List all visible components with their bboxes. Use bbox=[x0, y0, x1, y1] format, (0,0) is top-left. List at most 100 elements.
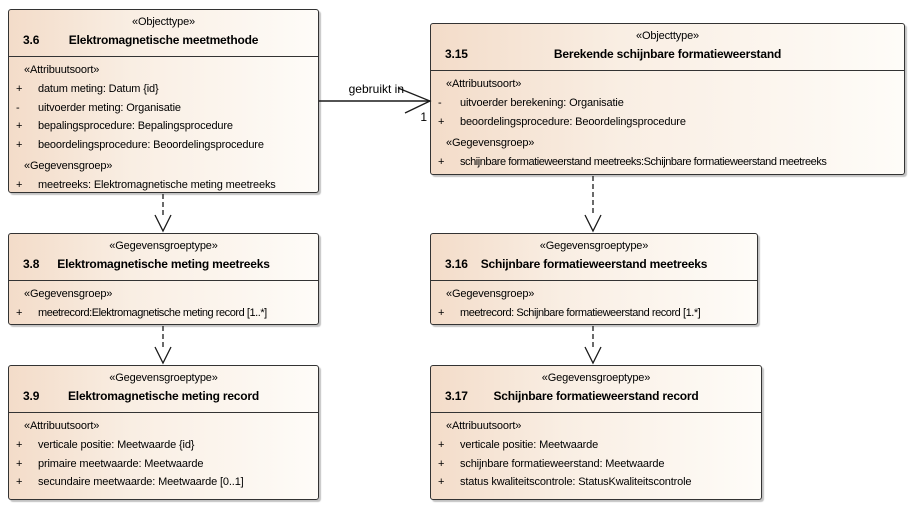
visibility-marker: + bbox=[16, 120, 23, 132]
class-box-elektromagnetische-meetmethode[interactable]: «Objecttype» 3.6 Elektromagnetische meet… bbox=[8, 9, 319, 193]
dependency-arrow-meetmethode-to-meetreeks[interactable] bbox=[154, 194, 172, 233]
visibility-marker: - bbox=[16, 101, 20, 114]
box-title: Elektromagnetische meetmethode bbox=[68, 33, 259, 47]
attribute-text: verticale positie: Meetwaarde bbox=[460, 439, 599, 451]
group-heading: «Attribuutsoort» bbox=[24, 64, 100, 76]
visibility-marker: + bbox=[16, 457, 23, 470]
box-number: 3.6 bbox=[23, 33, 40, 47]
attribute-text: beoordelingsprocedure: Beoordelingsproce… bbox=[460, 115, 686, 128]
title-row: 3.17 Schijnbare formatieweerstand record bbox=[431, 386, 761, 408]
visibility-marker: + bbox=[438, 457, 445, 470]
class-box-elektromagnetische-meting-meetreeks[interactable]: «Gegevensgroeptype» 3.8 Elektromagnetisc… bbox=[8, 233, 319, 325]
visibility-marker: + bbox=[16, 83, 23, 95]
attribute-row: + verticale positie: Meetwaarde bbox=[431, 436, 761, 455]
box-body: «Attribuutsoort» + datum meting: Datum {… bbox=[9, 57, 318, 192]
attribute-text: bepalingsprocedure: Bepalingsprocedure bbox=[38, 120, 233, 132]
box-body: «Gegevensgroep» + meetrecord:Elektromagn… bbox=[9, 281, 318, 323]
visibility-marker: + bbox=[16, 179, 23, 191]
stereotype-label: «Objecttype» bbox=[131, 16, 196, 28]
stereotype-label: «Gegevensgroeptype» bbox=[539, 240, 649, 252]
visibility-marker: + bbox=[438, 439, 445, 451]
box-body: «Gegevensgroep» + meetrecord: Schijnbare… bbox=[431, 281, 757, 323]
attribute-row: + primaire meetwaarde: Meetwaarde bbox=[9, 455, 318, 474]
open-arrowhead-icon bbox=[397, 87, 432, 114]
stereotype-label: «Gegevensgroeptype» bbox=[109, 240, 218, 252]
class-box-berekende-schijnbare-formatieweerstand[interactable]: «Objecttype» 3.15 Berekende schijnbare f… bbox=[430, 23, 905, 175]
box-number: 3.16 bbox=[445, 257, 468, 271]
box-number: 3.9 bbox=[23, 389, 40, 403]
title-row: 3.8 Elektromagnetische meting meetreeks bbox=[9, 254, 318, 276]
open-arrowhead-icon bbox=[584, 346, 602, 365]
class-box-schijnbare-formatieweerstand-record[interactable]: «Gegevensgroeptype» 3.17 Schijnbare form… bbox=[430, 365, 762, 500]
attribute-text: uitvoerder meting: Organisatie bbox=[38, 101, 181, 114]
open-arrowhead-icon bbox=[584, 214, 602, 233]
attribute-row: - uitvoerder berekening: Organisatie bbox=[431, 94, 904, 113]
box-number: 3.17 bbox=[445, 389, 468, 403]
box-title: Schijnbare formatieweerstand meetreeks bbox=[480, 257, 708, 271]
stereotype-label: «Objecttype» bbox=[635, 30, 700, 42]
attribute-text: schijnbare formatieweerstand meetreeks:S… bbox=[460, 156, 827, 168]
visibility-marker: + bbox=[438, 156, 444, 168]
box-number: 3.8 bbox=[23, 257, 40, 271]
attribute-row: - uitvoerder meting: Organisatie bbox=[9, 99, 318, 118]
box-body: «Attribuutsoort» - uitvoerder berekening… bbox=[431, 71, 904, 172]
group-heading: «Attribuutsoort» bbox=[446, 420, 522, 432]
attribute-text: meetrecord: Schijnbare formatieweerstand… bbox=[460, 307, 701, 319]
association-gebruikt-in[interactable]: gebruikt in 1 bbox=[319, 82, 432, 124]
box-header: «Gegevensgroeptype» 3.8 Elektromagnetisc… bbox=[9, 234, 318, 281]
attribute-text: status kwaliteitscontrole: StatusKwalite… bbox=[460, 476, 692, 488]
attribute-text: verticale positie: Meetwaarde {id} bbox=[38, 439, 195, 451]
attribute-row: + meetrecord: Schijnbare formatieweersta… bbox=[431, 304, 757, 323]
box-title: Berekende schijnbare formatieweerstand bbox=[553, 47, 782, 61]
attribute-row: + meetreeks: Elektromagnetische meting m… bbox=[9, 176, 318, 192]
dependency-arrow-meetreeks-to-record-right[interactable] bbox=[584, 326, 602, 365]
open-arrowhead-icon bbox=[154, 346, 172, 365]
attribute-text: meetreeks: Elektromagnetische meting mee… bbox=[38, 179, 276, 191]
group-heading: «Gegevensgroep» bbox=[24, 288, 113, 300]
attribute-text: meetrecord:Elektromagnetische meting rec… bbox=[38, 307, 267, 319]
title-row: 3.9 Elektromagnetische meting record bbox=[9, 386, 318, 408]
visibility-marker: + bbox=[16, 439, 23, 451]
box-header: «Gegevensgroeptype» 3.16 Schijnbare form… bbox=[431, 234, 757, 281]
attribute-row: + meetrecord:Elektromagnetische meting r… bbox=[9, 304, 318, 323]
open-arrowhead-icon bbox=[154, 214, 172, 233]
attribute-row: + secundaire meetwaarde: Meetwaarde [0..… bbox=[9, 473, 318, 492]
dependency-arrow-formatieweerstand-to-meetreeks[interactable] bbox=[584, 176, 602, 233]
box-header: «Gegevensgroeptype» 3.9 Elektromagnetisc… bbox=[9, 366, 318, 413]
box-header: «Objecttype» 3.15 Berekende schijnbare f… bbox=[431, 24, 904, 71]
attribute-row: + schijnbare formatieweerstand: Meetwaar… bbox=[431, 455, 761, 474]
attribute-row: + verticale positie: Meetwaarde {id} bbox=[9, 436, 318, 455]
attribute-row: + beoordelingsprocedure: Beoordelingspro… bbox=[9, 136, 318, 155]
visibility-marker: + bbox=[16, 476, 23, 488]
stereotype-label: «Gegevensgroeptype» bbox=[541, 372, 651, 384]
group-heading: «Gegevensgroep» bbox=[24, 160, 113, 172]
class-box-schijnbare-formatieweerstand-meetreeks[interactable]: «Gegevensgroeptype» 3.16 Schijnbare form… bbox=[430, 233, 758, 325]
group-heading: «Gegevensgroep» bbox=[446, 288, 535, 300]
attribute-row: + schijnbare formatieweerstand meetreeks… bbox=[431, 153, 904, 172]
attribute-row: + beoordelingsprocedure: Beoordelingspro… bbox=[431, 113, 904, 132]
box-body: «Attribuutsoort» + verticale positie: Me… bbox=[431, 413, 761, 492]
title-row: 3.16 Schijnbare formatieweerstand meetre… bbox=[431, 254, 757, 276]
group-heading: «Attribuutsoort» bbox=[24, 420, 100, 432]
box-title: Schijnbare formatieweerstand record bbox=[493, 389, 699, 403]
box-body: «Attribuutsoort» + verticale positie: Me… bbox=[9, 413, 318, 492]
visibility-marker: + bbox=[16, 138, 23, 151]
group-heading: «Attribuutsoort» bbox=[446, 78, 522, 90]
class-box-elektromagnetische-meting-record[interactable]: «Gegevensgroeptype» 3.9 Elektromagnetisc… bbox=[8, 365, 319, 500]
title-row: 3.6 Elektromagnetische meetmethode bbox=[9, 30, 318, 52]
box-title: Elektromagnetische meting meetreeks bbox=[57, 257, 270, 271]
attribute-text: schijnbare formatieweerstand: Meetwaarde bbox=[460, 457, 665, 470]
attribute-text: beoordelingsprocedure: Beoordelingsproce… bbox=[38, 138, 264, 151]
dependency-arrow-meetreeks-to-record-left[interactable] bbox=[154, 326, 172, 365]
attribute-text: primaire meetwaarde: Meetwaarde bbox=[38, 457, 204, 470]
box-number: 3.15 bbox=[445, 47, 468, 61]
attribute-row: + bepalingsprocedure: Bepalingsprocedure bbox=[9, 117, 318, 136]
attribute-text: secundaire meetwaarde: Meetwaarde [0..1] bbox=[38, 476, 244, 488]
stereotype-label: «Gegevensgroeptype» bbox=[109, 372, 218, 384]
title-row: 3.15 Berekende schijnbare formatieweerst… bbox=[431, 44, 904, 66]
association-multiplicity: 1 bbox=[420, 110, 427, 124]
association-label: gebruikt in bbox=[349, 82, 404, 96]
box-header: «Objecttype» 3.6 Elektromagnetische meet… bbox=[9, 10, 318, 57]
visibility-marker: + bbox=[438, 476, 445, 488]
